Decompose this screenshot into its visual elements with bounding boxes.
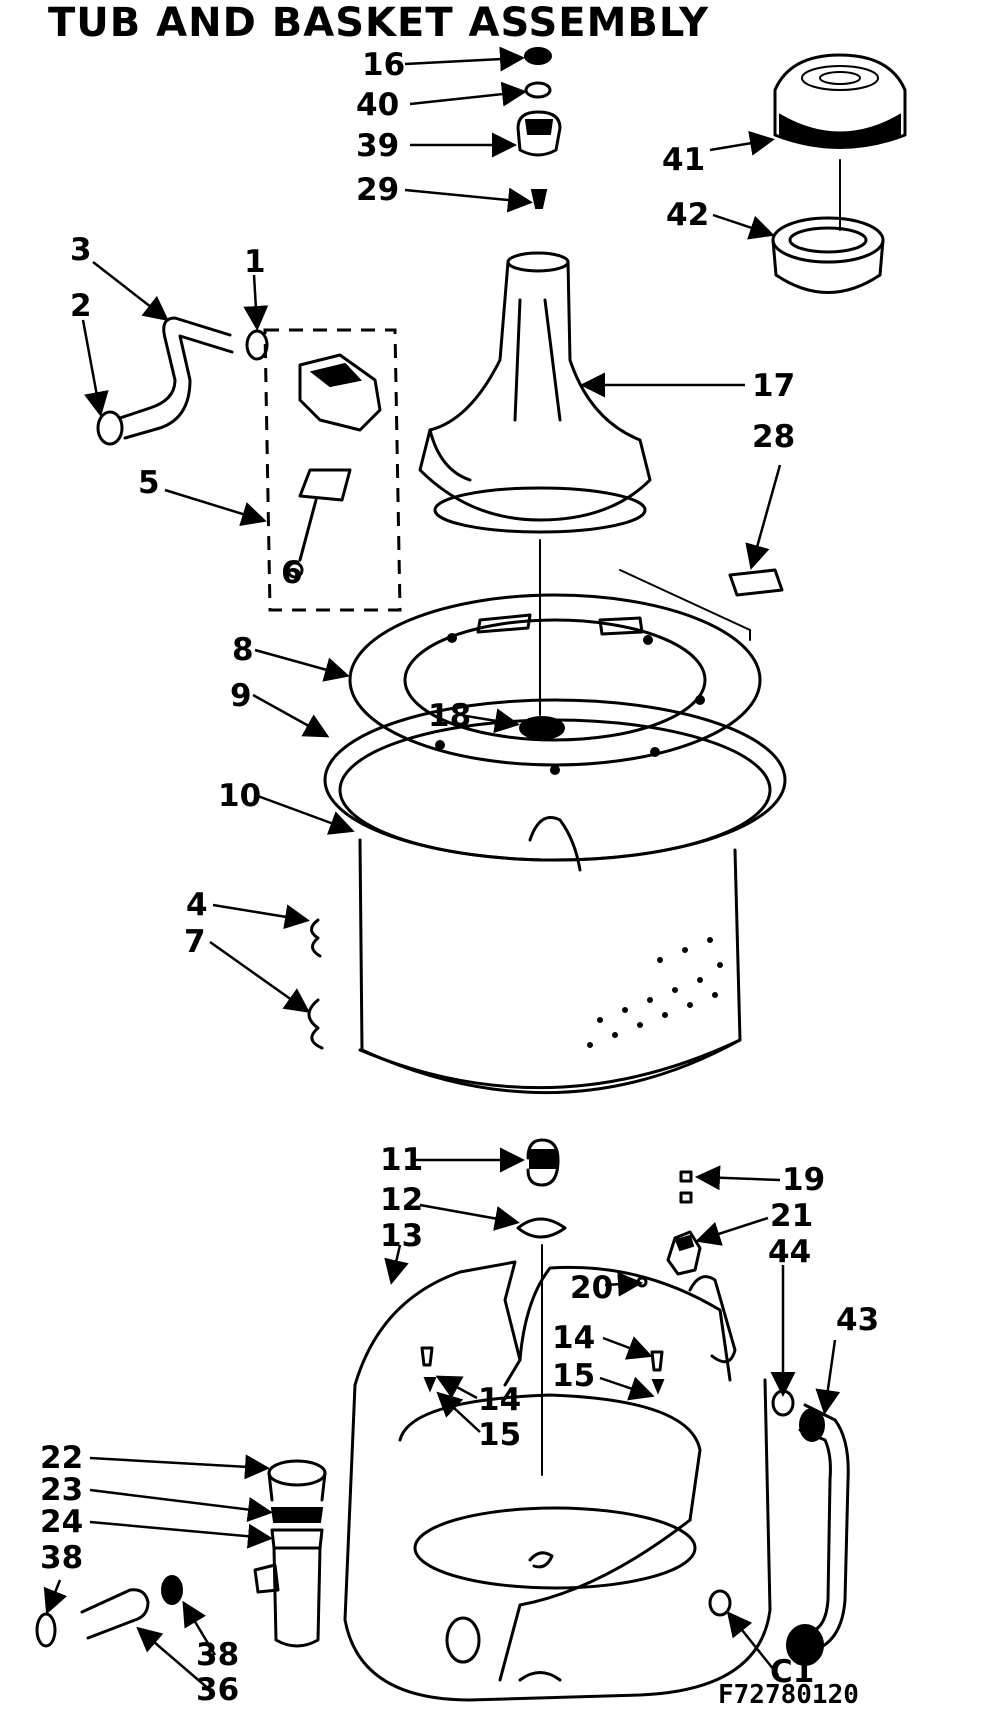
label-28: 28 (752, 419, 795, 455)
clip-28-part (619, 568, 784, 641)
label-40: 40 (356, 87, 399, 123)
nut-11-12-part (516, 1138, 567, 1476)
label-2: 2 (70, 288, 92, 324)
label-23: 23 (40, 1472, 83, 1508)
label-22: 22 (40, 1440, 83, 1476)
label-20: 20 (570, 1270, 613, 1306)
label-18: 18 (428, 698, 471, 734)
callout-labels: 16 40 39 29 41 42 17 28 3 2 1 5 6 8 9 10… (40, 47, 879, 1708)
diagram-title: TUB AND BASKET ASSEMBLY (48, 0, 710, 46)
label-36: 36 (196, 1672, 239, 1708)
parts-19-20-21 (636, 1170, 702, 1288)
label-38-left: 38 (40, 1540, 83, 1576)
tub-ring-part (323, 539, 787, 862)
label-15-left: 15 (478, 1417, 521, 1453)
label-19: 19 (782, 1162, 825, 1198)
label-14-left: 14 (478, 1382, 521, 1418)
label-1: 1 (244, 244, 266, 280)
label-7: 7 (184, 924, 206, 960)
label-42: 42 (666, 197, 709, 233)
label-29: 29 (356, 172, 399, 208)
label-13: 13 (380, 1218, 423, 1254)
label-12: 12 (380, 1182, 423, 1218)
kit-5-part (263, 328, 402, 612)
label-38-bottom: 38 (196, 1637, 239, 1673)
label-39: 39 (356, 128, 399, 164)
label-17: 17 (752, 368, 795, 404)
fabric-softener-dispenser-part (771, 53, 907, 294)
agitator-part (418, 251, 652, 534)
label-41: 41 (662, 142, 705, 178)
label-11: 11 (380, 1142, 423, 1178)
drawing-code: F72780120 (718, 1680, 859, 1710)
hose-part (96, 316, 269, 446)
label-6: 6 (281, 555, 303, 591)
label-16: 16 (362, 47, 405, 83)
label-15-right: 15 (552, 1358, 595, 1394)
label-8: 8 (232, 632, 254, 668)
drain-hose-part (708, 1389, 850, 1666)
label-3: 3 (70, 232, 92, 268)
pump-column-part (35, 1459, 327, 1648)
label-43: 43 (836, 1302, 879, 1338)
label-44: 44 (768, 1234, 811, 1270)
leader-lines (43, 46, 841, 1691)
label-c1: C1 (770, 1654, 814, 1690)
label-9: 9 (230, 678, 252, 714)
label-5: 5 (138, 465, 160, 501)
wash-basket-part (358, 816, 742, 1095)
clips-4-7-part (307, 918, 324, 1050)
agitator-cap-part (516, 47, 562, 209)
label-4: 4 (186, 887, 208, 923)
label-24: 24 (40, 1504, 83, 1540)
label-14-right: 14 (552, 1320, 595, 1356)
label-10: 10 (218, 778, 261, 814)
label-21: 21 (770, 1198, 813, 1234)
